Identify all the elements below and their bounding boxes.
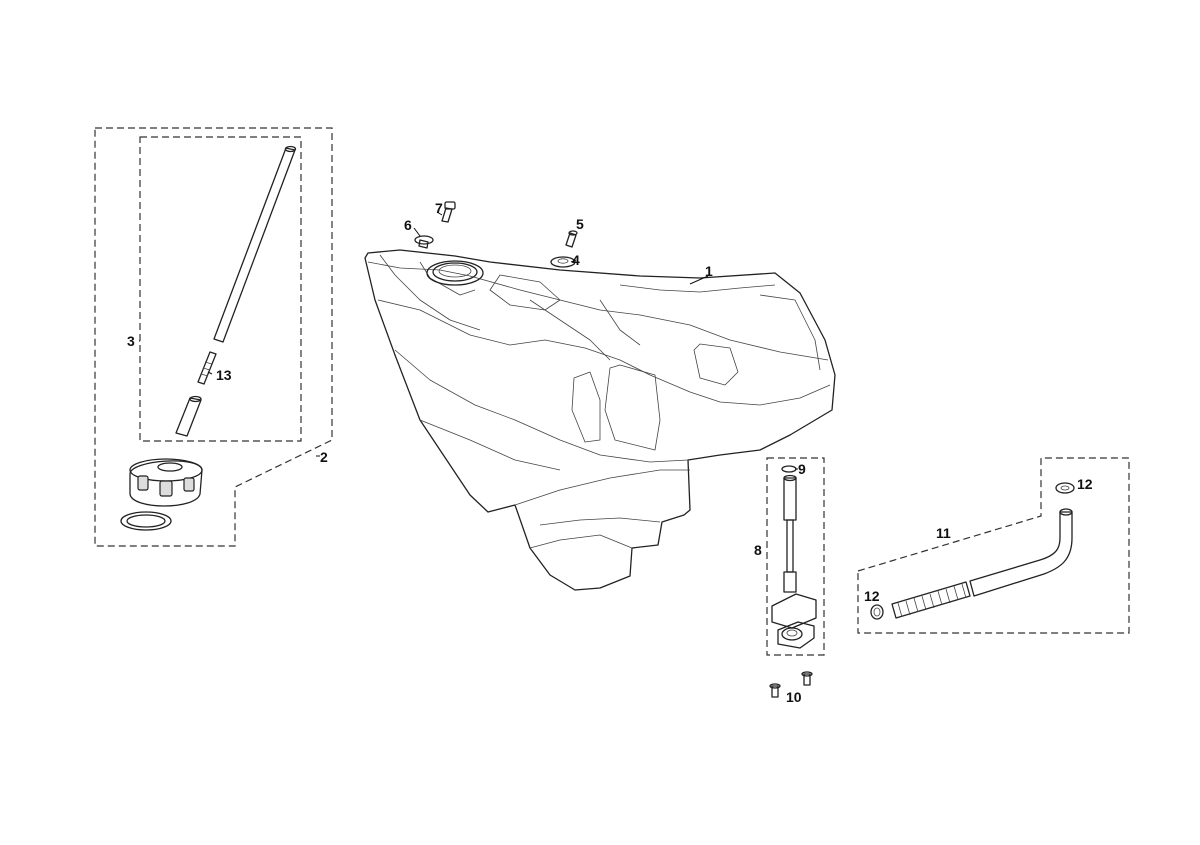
callout-3: 3 <box>127 333 135 349</box>
callout-2: 2 <box>320 449 328 465</box>
cap-gasket <box>120 511 172 531</box>
grommet-part-6 <box>414 235 434 249</box>
short-tube <box>175 395 202 437</box>
nipple-part-13 <box>197 351 217 385</box>
callout-11: 11 <box>936 525 951 541</box>
fuel-cap <box>129 458 203 507</box>
hose-spring <box>891 581 971 619</box>
group-3-outline <box>139 136 302 442</box>
clamp-part-12-lower <box>870 604 884 620</box>
callout-9: 9 <box>798 461 806 477</box>
callout-10: 10 <box>786 689 802 705</box>
callout-12-lower: 12 <box>864 588 880 604</box>
callout-7: 7 <box>435 200 443 216</box>
leader-lines <box>139 211 798 470</box>
callout-4: 4 <box>572 252 580 268</box>
group-11-outline <box>857 457 1130 634</box>
group-2-outline <box>94 127 333 547</box>
screw-part-5 <box>565 230 578 248</box>
group-8-outline <box>766 457 825 656</box>
callout-8: 8 <box>754 542 762 558</box>
callout-13: 13 <box>216 367 232 383</box>
grommet-part-4 <box>550 256 576 268</box>
clamp-part-12-upper <box>1055 482 1075 494</box>
callout-1: 1 <box>705 263 713 279</box>
fuel-valve <box>771 474 817 649</box>
filler-tube <box>213 145 297 343</box>
callout-6: 6 <box>404 217 412 233</box>
bolt-part-7 <box>441 201 456 223</box>
breather-hose <box>969 508 1073 597</box>
fuel-tank <box>364 249 836 591</box>
screws-part-10 <box>769 671 813 698</box>
callout-12-upper: 12 <box>1077 476 1093 492</box>
o-ring-part-9 <box>781 465 797 473</box>
callout-5: 5 <box>576 216 584 232</box>
